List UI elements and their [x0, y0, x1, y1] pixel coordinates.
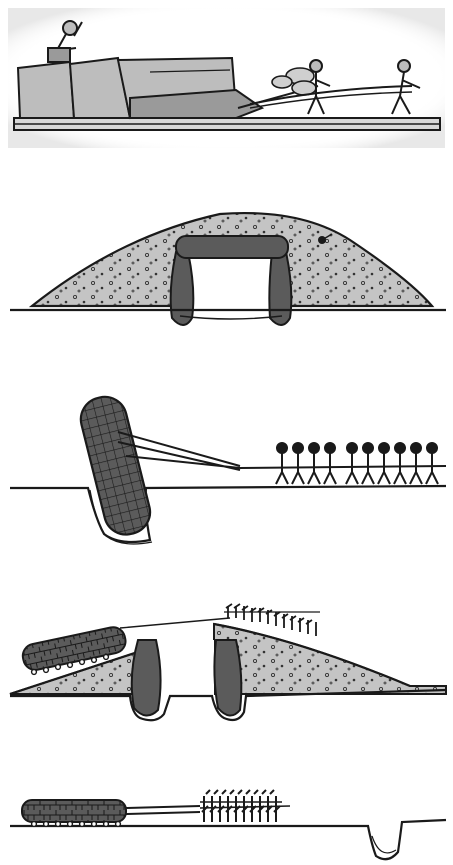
- panel-hauling-into-pit: [10, 392, 446, 544]
- megalith-stone-icon: [171, 252, 194, 325]
- megalith-stone-icon: [22, 800, 126, 822]
- panel-dolmen-mound: [10, 213, 446, 325]
- panel-capstone-on-ramp: [10, 604, 446, 720]
- pit-icon: [372, 836, 396, 853]
- panel-quarrying: [8, 8, 445, 148]
- rope-icon: [126, 806, 200, 814]
- panel-dragging-on-rollers: [10, 790, 446, 859]
- megalith-stone-icon: [132, 640, 161, 716]
- hauler-group: [276, 443, 438, 484]
- megalith-stone-icon: [76, 392, 155, 539]
